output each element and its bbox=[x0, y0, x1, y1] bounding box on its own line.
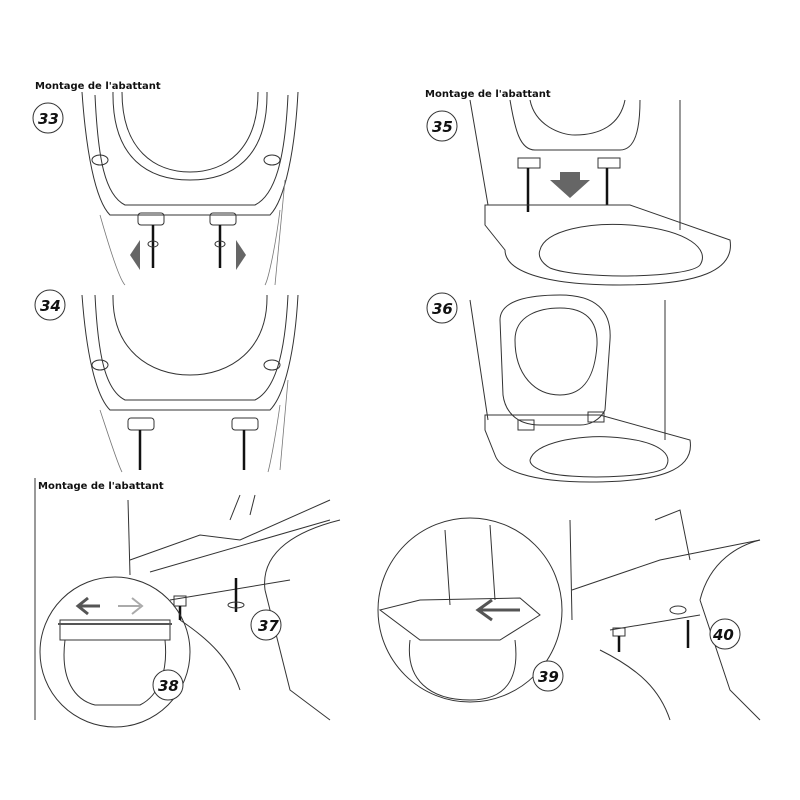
panel-step-35: Montage de l'abattant 35 bbox=[425, 89, 731, 286]
panel-step-39-40: 39 40 bbox=[377, 509, 761, 721]
step-number: 39 bbox=[538, 668, 559, 686]
panel-step-34: 34 bbox=[34, 289, 299, 473]
section-title: Montage de l'abattant bbox=[35, 81, 161, 92]
panel-step-33: Montage de l'abattant 33 bbox=[32, 81, 299, 286]
arrow-left-icon bbox=[75, 596, 100, 616]
section-title: Montage de l'abattant bbox=[425, 89, 551, 100]
section-title: Montage de l'abattant bbox=[38, 481, 164, 492]
step-number: 40 bbox=[712, 626, 734, 644]
arrow-right-icon bbox=[236, 240, 246, 270]
arrow-down-icon bbox=[550, 172, 590, 198]
step-number: 35 bbox=[432, 118, 453, 136]
panel-step-37-38: Montage de l'abattant 37 38 bbox=[34, 478, 341, 728]
panel-step-36: 36 bbox=[426, 292, 691, 483]
arrow-left-icon bbox=[130, 240, 140, 270]
arrow-left-icon bbox=[475, 598, 520, 622]
step-number: 38 bbox=[158, 677, 179, 695]
step-number: 37 bbox=[258, 617, 279, 635]
step-number: 36 bbox=[432, 300, 453, 318]
step-number: 33 bbox=[38, 110, 59, 128]
arrow-right-icon bbox=[118, 597, 144, 615]
step-number: 34 bbox=[40, 297, 61, 315]
